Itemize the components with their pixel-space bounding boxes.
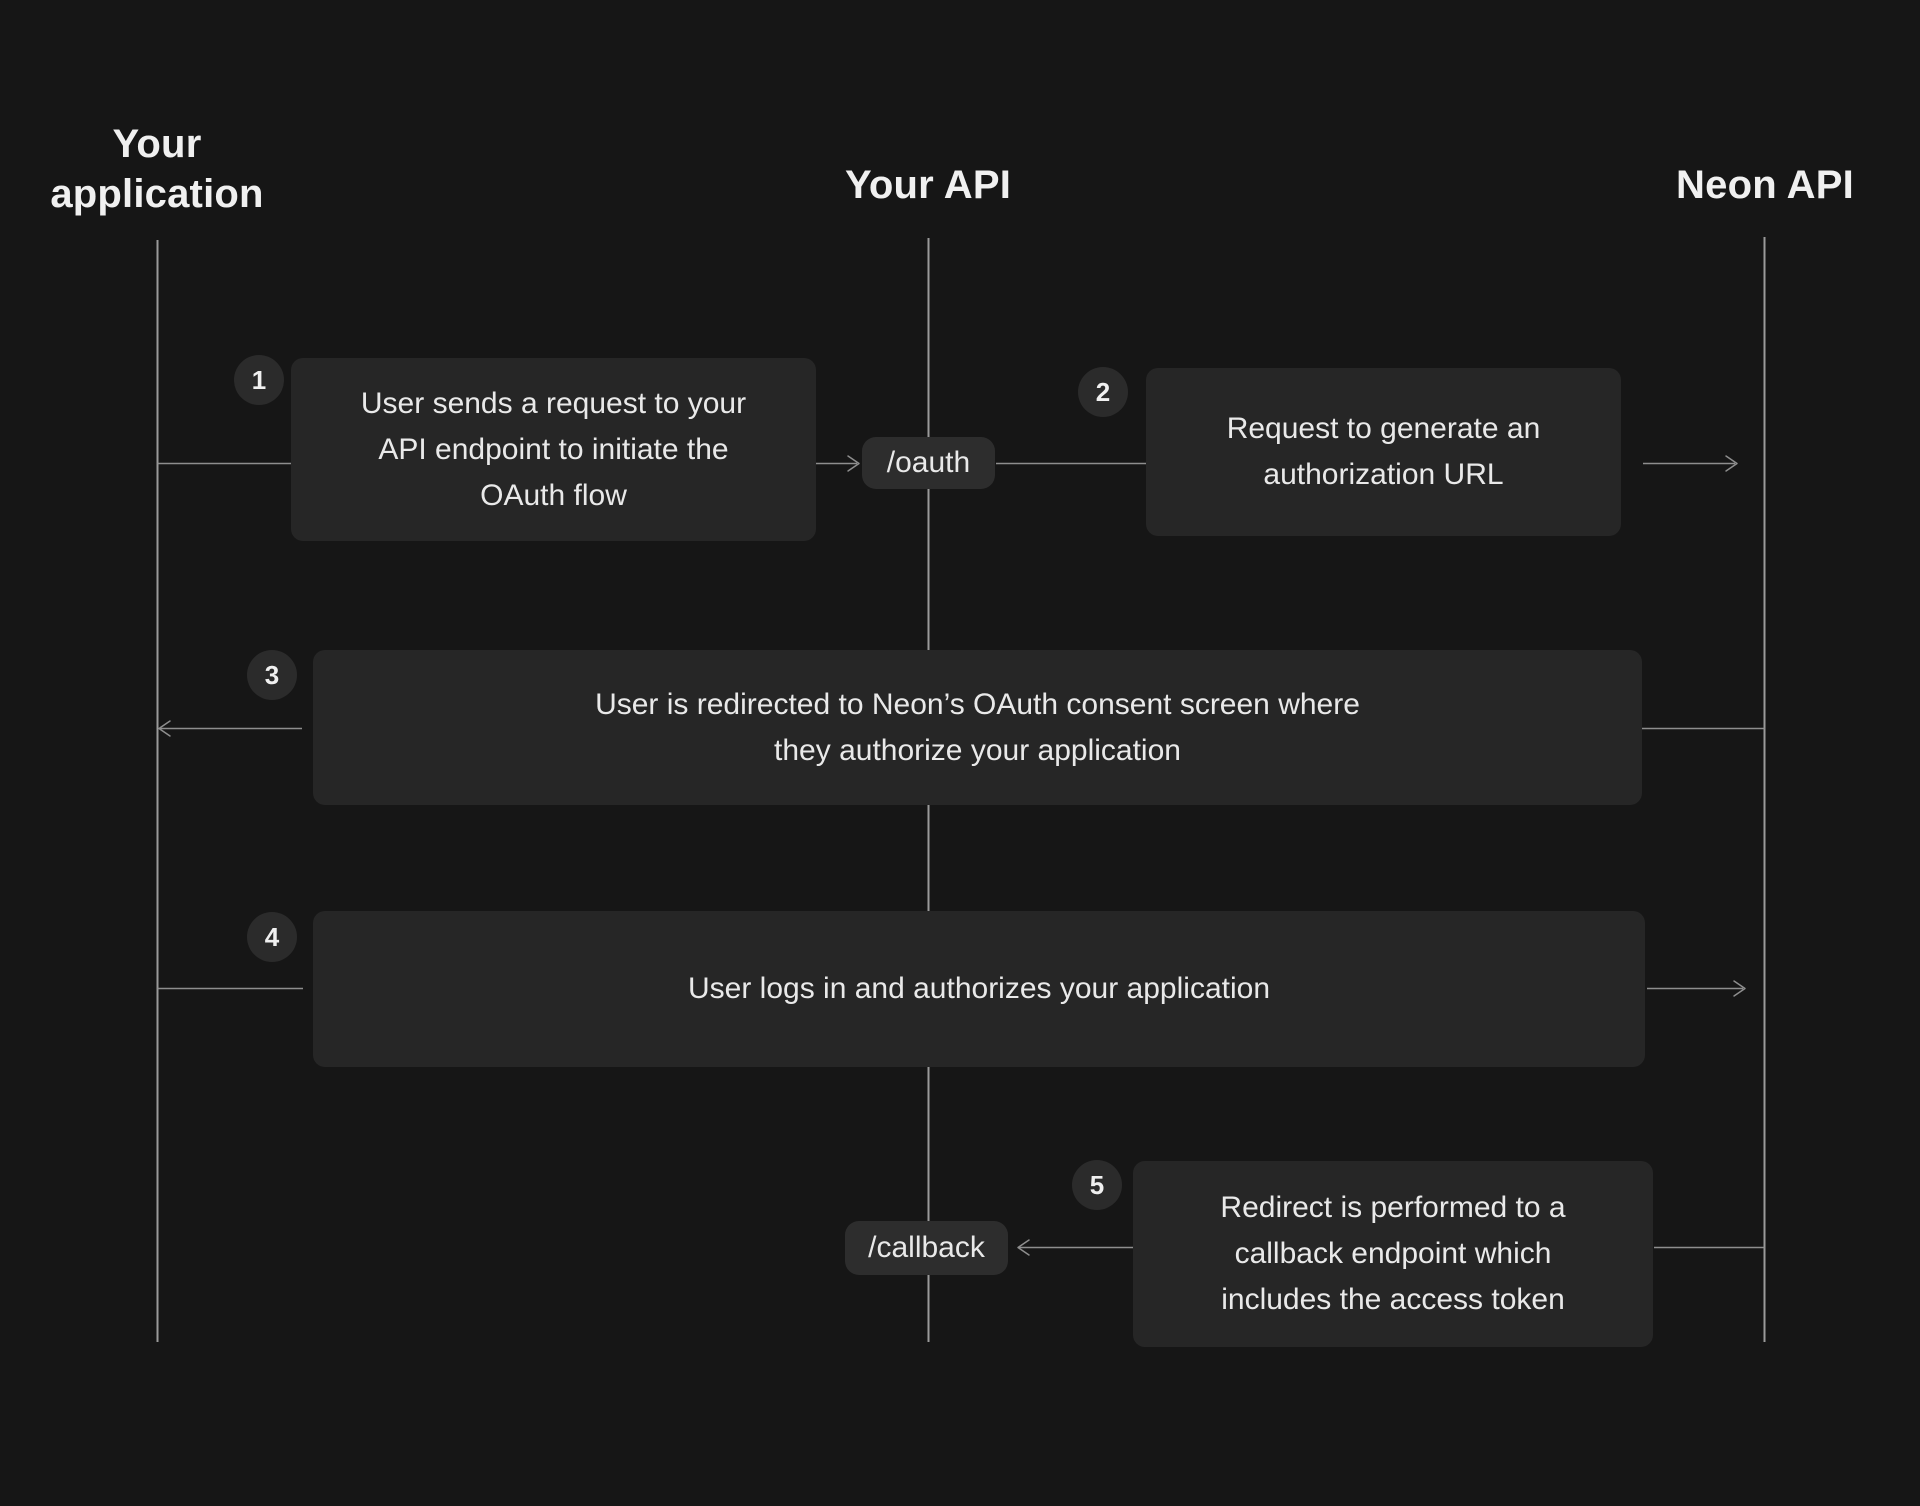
- lane-header-your-api: Your API: [844, 163, 1012, 207]
- step-5-number: 5: [1089, 1169, 1105, 1200]
- step-2-box: Request to generate an authorization URL: [1146, 368, 1621, 536]
- step-2-badge: 2: [1078, 367, 1128, 417]
- lane-header-your-application: Your application: [50, 122, 264, 216]
- step-1-number: 1: [251, 364, 267, 395]
- arrowhead-right-oauth: [847, 455, 860, 472]
- step-1-badge: 1: [234, 355, 284, 405]
- arrowhead-left-callback: [1017, 1239, 1030, 1256]
- lane-header-neon-api: Neon API: [1676, 163, 1854, 207]
- arrowhead-right-neon-step2: [1725, 455, 1738, 472]
- endpoint-callback-label: /callback: [845, 1221, 1008, 1275]
- step-4-box: User logs in and authorizes your applica…: [313, 911, 1645, 1067]
- arrowhead-right-neon-step4: [1733, 980, 1746, 997]
- arrowhead-left-app-step3: [158, 720, 171, 737]
- step-2-number: 2: [1095, 376, 1111, 407]
- step-5-box: Redirect is performed to a callback endp…: [1133, 1161, 1653, 1347]
- step-3-box: User is redirected to Neon’s OAuth conse…: [313, 650, 1642, 805]
- step-4-number: 4: [264, 921, 280, 952]
- step-5-badge: 5: [1072, 1160, 1122, 1210]
- step-1-box: User sends a request to your API endpoin…: [291, 358, 816, 541]
- step-4-badge: 4: [247, 912, 297, 962]
- step-3-badge: 3: [247, 650, 297, 700]
- endpoint-oauth-label: /oauth: [862, 437, 995, 489]
- step-3-number: 3: [264, 659, 280, 690]
